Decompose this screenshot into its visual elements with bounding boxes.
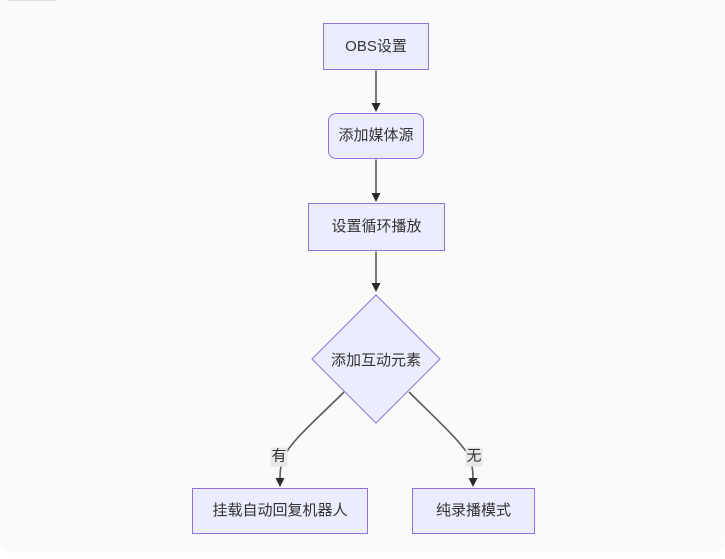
arrowhead-media-to-loop [371,193,381,202]
node-mount-auto-reply-robot-label: 挂载自动回复机器人 [212,502,348,519]
node-add-media-source: 添加媒体源 [328,113,424,159]
node-add-media-source-label: 添加媒体源 [338,127,414,144]
edge-label-no: 无 [465,447,483,467]
top-edge-artifact-line [8,0,57,1]
arrowhead-decision-to-record [468,478,478,487]
arrowhead-decision-to-robot [275,478,285,487]
arrowhead-loop-to-decision [371,283,381,292]
node-pure-recording-mode: 纯录播模式 [412,488,535,534]
node-add-interactive-elements-label: 添加互动元素 [330,351,421,369]
edge-label-yes: 有 [270,447,288,467]
edge-decision-to-robot [279,391,345,479]
node-obs-settings: OBS设置 [323,23,429,70]
arrowhead-obs-to-media [371,103,381,112]
node-set-loop-playback: 设置循环播放 [308,203,445,251]
node-set-loop-playback-label: 设置循环播放 [331,218,422,235]
node-pure-recording-mode-label: 纯录播模式 [435,502,511,519]
node-obs-settings-label: OBS设置 [345,37,407,55]
node-add-interactive-elements: 添加互动元素 [316,346,436,372]
decision-diamond-shape [311,294,441,424]
edge-decision-to-record [408,391,474,479]
node-mount-auto-reply-robot: 挂载自动回复机器人 [192,488,368,534]
